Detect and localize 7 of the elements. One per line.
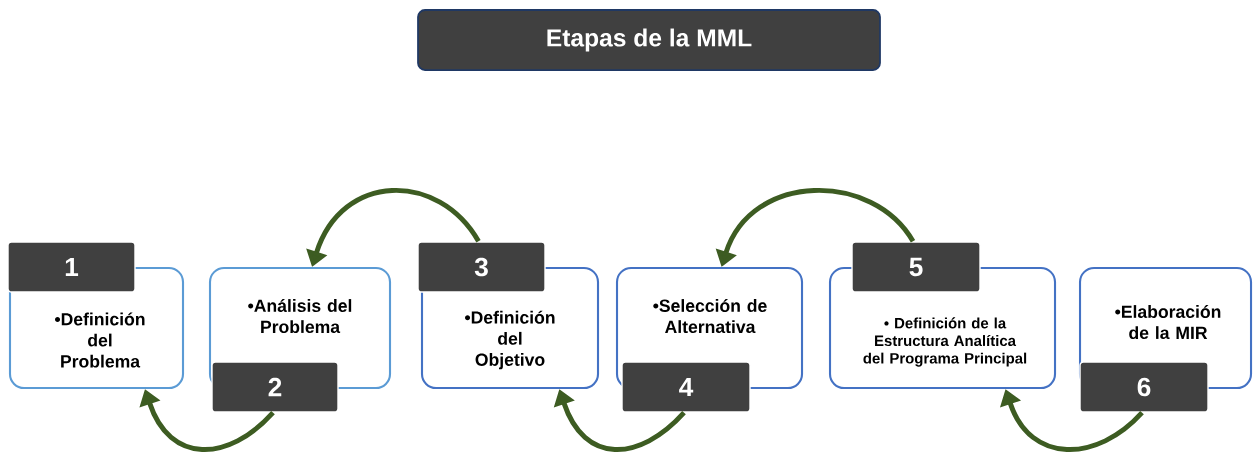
number-tab: 5 <box>851 241 981 293</box>
number-tab: 2 <box>211 361 339 413</box>
number-tab: 3 <box>417 241 546 293</box>
number-tab: 1 <box>7 241 136 293</box>
title-box: Etapas de la MML <box>417 9 881 71</box>
number-tab: 4 <box>621 361 751 413</box>
number-tab: 6 <box>1079 361 1209 413</box>
